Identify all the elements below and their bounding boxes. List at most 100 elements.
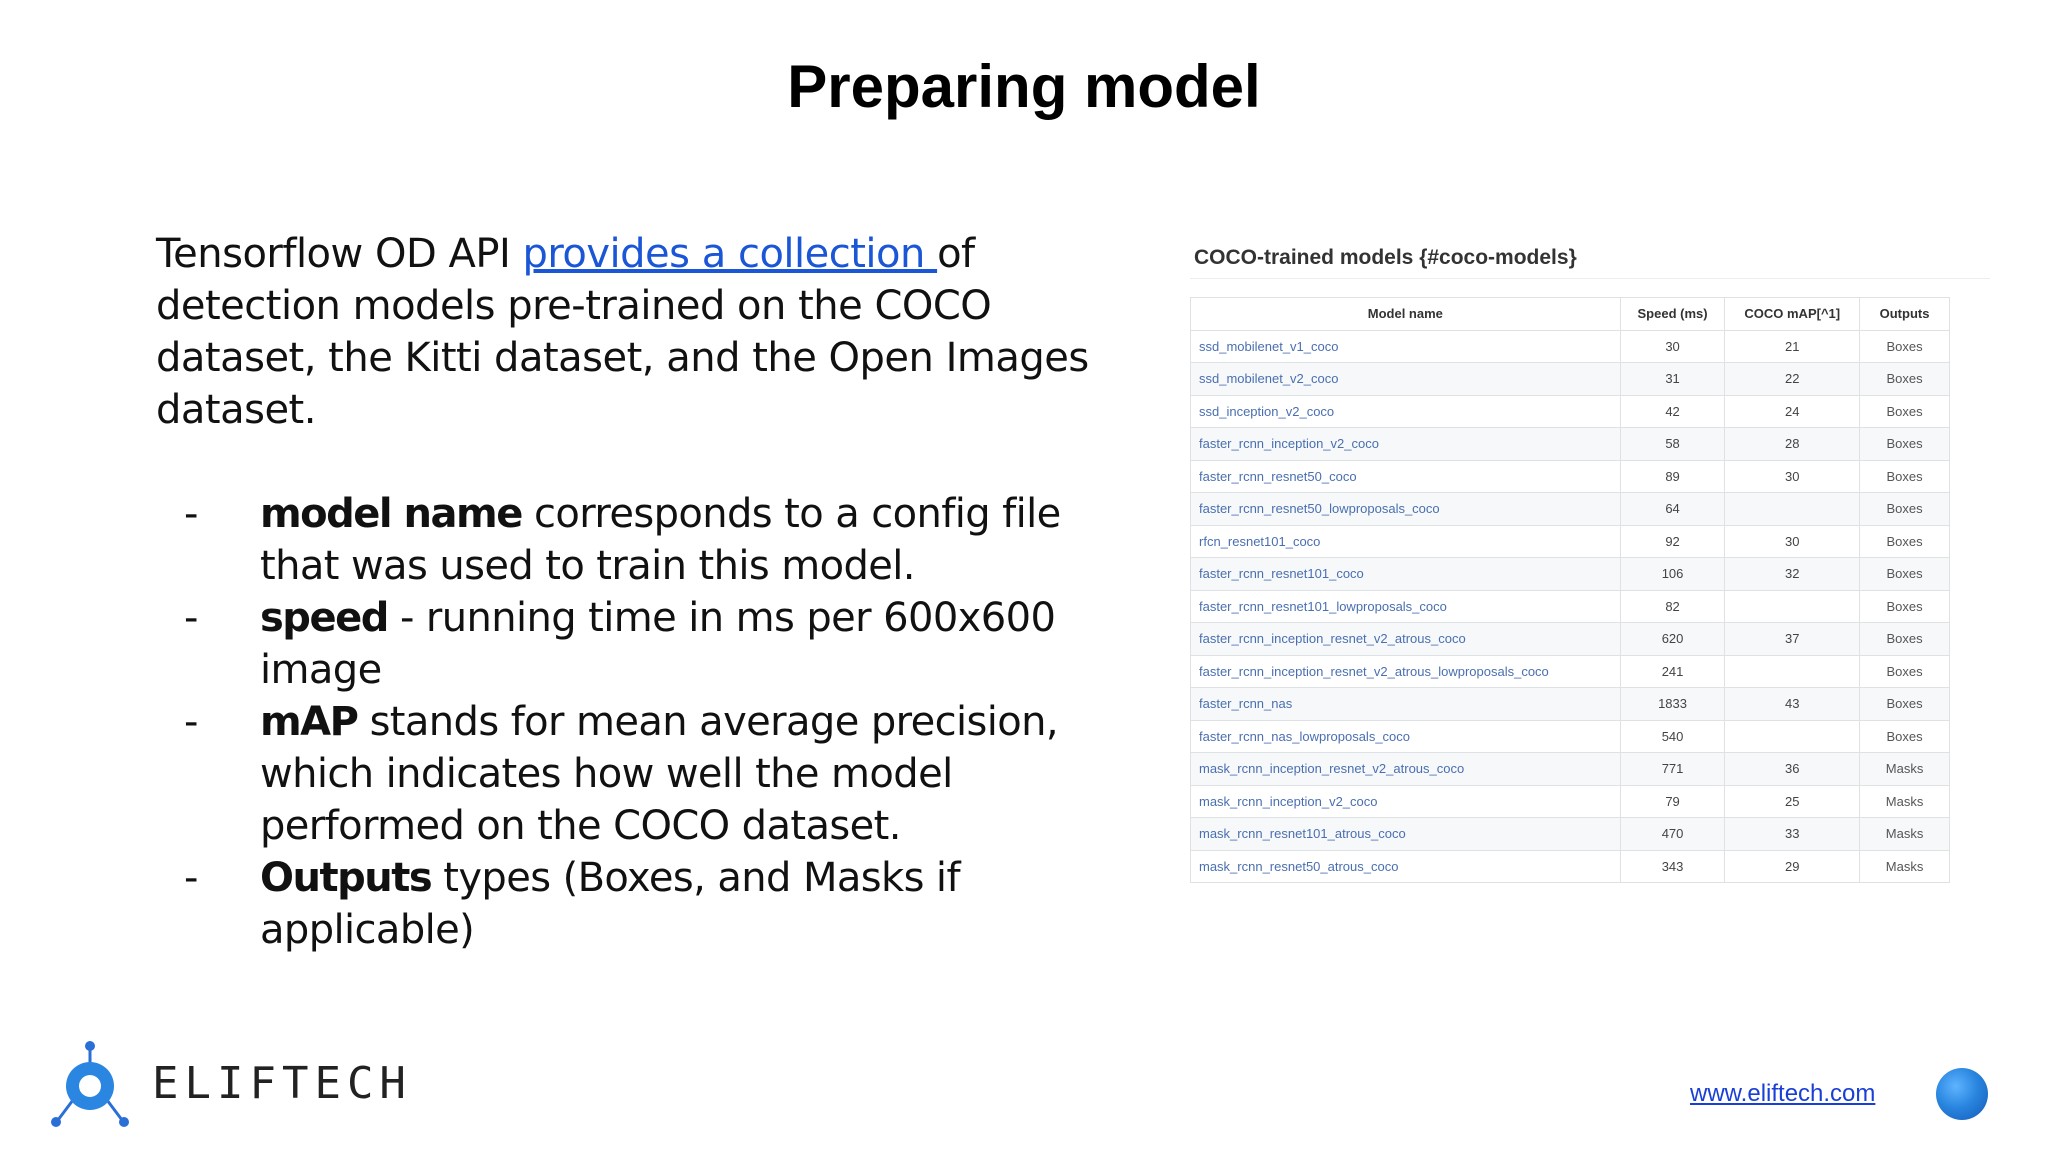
cell-speed: 343 — [1619, 849, 1726, 883]
cell-speed: 540 — [1619, 719, 1726, 753]
cell-model-name[interactable]: faster_rcnn_resnet50_coco — [1190, 459, 1621, 493]
bullet-term: Outputs — [260, 855, 433, 901]
column-header-model-name: Model name — [1190, 297, 1621, 331]
column-header-map: COCO mAP[^1] — [1724, 297, 1861, 331]
cell-outputs: Masks — [1859, 752, 1950, 786]
bullet-dash: - — [184, 855, 198, 901]
cell-map: 30 — [1724, 459, 1861, 493]
cell-speed: 30 — [1619, 329, 1726, 363]
cell-speed: 241 — [1619, 654, 1726, 688]
intro-prefix: Tensorflow OD API — [156, 231, 523, 277]
cell-speed: 58 — [1619, 427, 1726, 461]
eliftech-wordmark: ELIFTECH — [152, 1058, 412, 1109]
cell-model-name[interactable]: ssd_mobilenet_v1_coco — [1190, 329, 1621, 363]
bullet-term: speed — [260, 595, 389, 641]
cell-model-name[interactable]: mask_rcnn_resnet101_atrous_coco — [1190, 817, 1621, 851]
cell-outputs: Boxes — [1859, 459, 1950, 493]
column-header-speed: Speed (ms) — [1619, 297, 1726, 331]
cell-outputs: Boxes — [1859, 492, 1950, 526]
cell-outputs: Boxes — [1859, 362, 1950, 396]
cell-speed: 42 — [1619, 394, 1726, 428]
cell-model-name[interactable]: ssd_inception_v2_coco — [1190, 394, 1621, 428]
definitions-list: - model name corresponds to a config file… — [156, 488, 1116, 956]
cell-model-name[interactable]: faster_rcnn_resnet101_lowproposals_coco — [1190, 589, 1621, 623]
cell-map — [1724, 492, 1861, 526]
cell-model-name[interactable]: mask_rcnn_inception_v2_coco — [1190, 784, 1621, 818]
bullet-dash: - — [184, 699, 198, 745]
cell-model-name[interactable]: faster_rcnn_inception_resnet_v2_atrous_c… — [1190, 622, 1621, 656]
cell-map: 22 — [1724, 362, 1861, 396]
cell-outputs: Boxes — [1859, 329, 1950, 363]
cell-speed: 1833 — [1619, 687, 1726, 721]
cell-model-name[interactable]: rfcn_resnet101_coco — [1190, 524, 1621, 558]
slide-title: Preparing model — [787, 53, 1261, 120]
bullet-dash: - — [184, 491, 198, 537]
intro-suffix: of detection models pre-trained on the C… — [156, 231, 1089, 433]
cell-outputs: Masks — [1859, 849, 1950, 883]
bullet-text: corresponds to a config file that was us… — [260, 491, 1061, 589]
column-header-outputs: Outputs — [1859, 297, 1950, 331]
table-row: faster_rcnn_inception_resnet_v2_atrous_c… — [1190, 622, 1950, 656]
models-table: Model name Speed (ms) COCO mAP[^1] Outpu… — [1190, 297, 1950, 883]
cell-speed: 82 — [1619, 589, 1726, 623]
cell-speed: 620 — [1619, 622, 1726, 656]
cell-speed: 92 — [1619, 524, 1726, 558]
cell-outputs: Masks — [1859, 817, 1950, 851]
eliftech-logo-icon — [51, 1041, 129, 1127]
cell-model-name[interactable]: faster_rcnn_resnet50_lowproposals_coco — [1190, 492, 1621, 526]
cell-map: 24 — [1724, 394, 1861, 428]
cell-map: 21 — [1724, 329, 1861, 363]
bullet-model-name: - model name corresponds to a config file… — [156, 488, 1116, 592]
cell-model-name[interactable]: faster_rcnn_resnet101_coco — [1190, 557, 1621, 591]
cell-speed: 89 — [1619, 459, 1726, 493]
cell-map: 36 — [1724, 752, 1861, 786]
cell-outputs: Boxes — [1859, 719, 1950, 753]
cell-model-name[interactable]: mask_rcnn_resnet50_atrous_coco — [1190, 849, 1621, 883]
cell-map — [1724, 719, 1861, 753]
cell-outputs: Boxes — [1859, 654, 1950, 688]
bullet-term: model name — [260, 491, 523, 537]
bullet-text: types (Boxes, and Masks if applicable) — [260, 855, 961, 953]
cell-map: 33 — [1724, 817, 1861, 851]
cell-outputs: Boxes — [1859, 589, 1950, 623]
bullet-outputs: - Outputs types (Boxes, and Masks if appl… — [156, 852, 1116, 956]
cell-model-name[interactable]: mask_rcnn_inception_resnet_v2_atrous_coc… — [1190, 752, 1621, 786]
cell-outputs: Boxes — [1859, 394, 1950, 428]
website-link[interactable]: www.eliftech.com — [1690, 1080, 1876, 1107]
cell-outputs: Boxes — [1859, 524, 1950, 558]
cell-speed: 31 — [1619, 362, 1726, 396]
table-row: faster_rcnn_inception_resnet_v2_atrous_l… — [1190, 654, 1950, 688]
collection-link[interactable]: provides a collection — [522, 231, 938, 277]
cell-model-name[interactable]: faster_rcnn_nas — [1190, 687, 1621, 721]
cell-map: 43 — [1724, 687, 1861, 721]
cell-speed: 79 — [1619, 784, 1726, 818]
blue-sphere-icon — [1936, 1068, 1988, 1120]
bullet-dash: - — [184, 595, 198, 641]
cell-model-name[interactable]: faster_rcnn_nas_lowproposals_coco — [1190, 719, 1621, 753]
cell-map: 28 — [1724, 427, 1861, 461]
cell-map: 30 — [1724, 524, 1861, 558]
cell-map: 29 — [1724, 849, 1861, 883]
cell-outputs: Boxes — [1859, 687, 1950, 721]
models-table-screenshot: COCO-trained models {#coco-models} Model… — [1190, 238, 1990, 883]
cell-model-name[interactable]: ssd_mobilenet_v2_coco — [1190, 362, 1621, 396]
cell-map: 32 — [1724, 557, 1861, 591]
cell-model-name[interactable]: faster_rcnn_inception_v2_coco — [1190, 427, 1621, 461]
cell-speed: 64 — [1619, 492, 1726, 526]
cell-outputs: Boxes — [1859, 622, 1950, 656]
bullet-term: mAP — [260, 699, 359, 745]
cell-model-name[interactable]: faster_rcnn_inception_resnet_v2_atrous_l… — [1190, 654, 1621, 688]
